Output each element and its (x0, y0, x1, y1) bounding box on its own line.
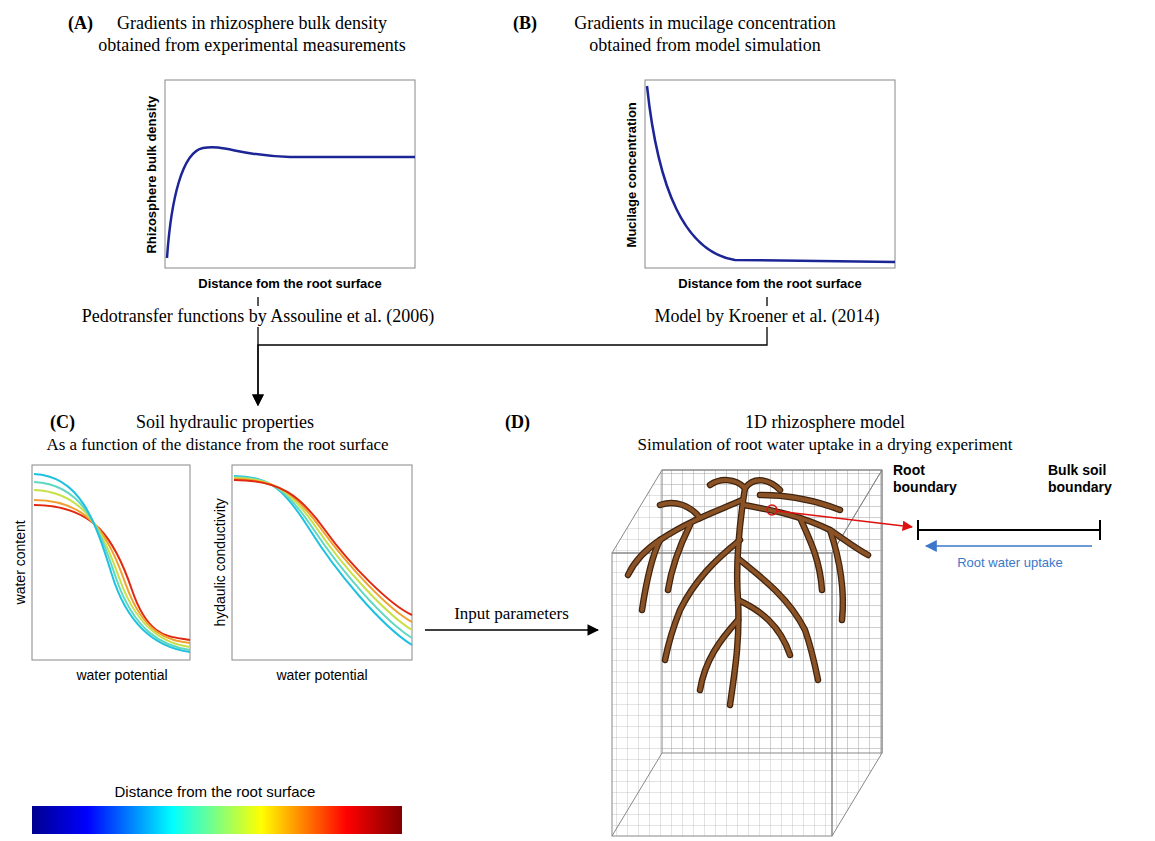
color-bar-label: Distance from the root surface (65, 783, 365, 800)
node-text: water potential (232, 667, 412, 684)
connector (425, 629, 598, 630)
mucilage-curve (647, 86, 895, 262)
zoom-circle (767, 505, 777, 515)
node-text: 1D rhizosphere model (675, 412, 975, 434)
node-text: Soil hydraulic properties (75, 412, 375, 434)
root-outline (628, 480, 868, 705)
node-text: Gradients in rhizosphere bulk density ob… (92, 13, 412, 56)
panel-c: (C)Soil hydraulic propertiesAs a functio… (10, 405, 425, 690)
node-text: As a function of the distance from the r… (10, 435, 425, 455)
conductivity-curve (234, 480, 412, 615)
domain-tick (917, 520, 919, 540)
panel-letter: (D) (505, 412, 545, 434)
method-text: Model by Kroener et al. (2014) (653, 306, 882, 327)
panel-b: (B)Gradients in mucilage concentration o… (500, 5, 910, 297)
connector (257, 297, 258, 306)
density-plot (165, 80, 415, 268)
panel-letter: (B) (513, 13, 553, 35)
root-system (628, 480, 868, 705)
uptake-arrow (926, 545, 1092, 547)
panel-d: (D)1D rhizosphere modelSimulation of roo… (598, 405, 1150, 837)
node-text: Pedotransfer functions by Assouline et a… (82, 306, 434, 327)
retention-curve (34, 482, 190, 650)
retention-curve (34, 500, 190, 643)
soil-cube (612, 470, 882, 836)
node-text: Simulation of root water uptake in a dry… (600, 435, 1050, 455)
panel-letter: (A) (68, 13, 108, 35)
domain-line (918, 529, 1100, 531)
node-text: water potential (32, 667, 212, 684)
plot-frame (32, 465, 190, 660)
mucilage-plot (645, 80, 895, 268)
panel-letter: (C) (50, 412, 90, 434)
root-fill (628, 480, 868, 705)
domain-tick (1099, 520, 1101, 540)
node-text: Root water uptake (935, 555, 1085, 571)
node-text: Root boundary (893, 462, 973, 496)
method-text: Pedotransfer functions by Assouline et a… (80, 306, 436, 327)
retention-curve (34, 474, 190, 652)
conductivity-plot (232, 465, 412, 660)
connector (258, 327, 767, 405)
density-curve (167, 147, 415, 258)
color-bar (32, 806, 402, 834)
node-text: hydaulic conductivity (212, 472, 229, 652)
node-text: Bulk soil boundary (1048, 462, 1143, 496)
domain-segment (918, 520, 1100, 540)
edge-label: Input parameters (451, 604, 572, 624)
plot-frame (645, 80, 895, 268)
node-text: Distance fom the root surface (645, 276, 895, 292)
conductivity-curve (234, 478, 412, 630)
panel-a: (A)Gradients in rhizosphere bulk density… (60, 5, 445, 297)
node-text: Gradients in mucilage concentration obta… (550, 13, 860, 56)
retention-plot (32, 465, 190, 660)
plot-frame (232, 465, 412, 660)
zoom-arrow (777, 511, 912, 527)
node-text: Distance fom the root surface (165, 276, 415, 292)
connector (766, 297, 767, 306)
conductivity-curve (234, 476, 412, 645)
node-text: water content (12, 487, 29, 637)
node-text: Mucilage concentration (624, 85, 640, 265)
conductivity-curve (234, 479, 412, 622)
node-text: Rhizosphere bulk density (144, 85, 160, 265)
conductivity-curve (234, 477, 412, 638)
plot-frame (165, 80, 415, 268)
node-text: Model by Kroener et al. (2014) (655, 306, 880, 327)
cube-edge (612, 753, 662, 836)
